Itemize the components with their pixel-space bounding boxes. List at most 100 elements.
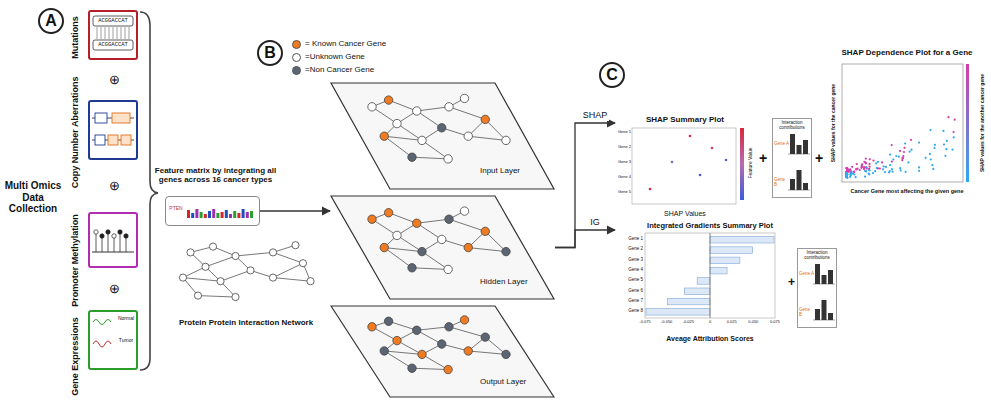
dependence-dot bbox=[849, 168, 851, 170]
copy-number-genes bbox=[92, 113, 134, 145]
network-node bbox=[444, 155, 452, 163]
dna-rung bbox=[121, 27, 122, 39]
network-edge bbox=[221, 270, 251, 281]
ig-bar bbox=[667, 298, 710, 305]
dependence-dot bbox=[881, 161, 883, 163]
axis-label: -0.075 bbox=[635, 320, 655, 325]
dna-rung bbox=[105, 27, 106, 39]
dependence-dot bbox=[918, 166, 920, 168]
dependence-dot bbox=[909, 151, 911, 153]
network-node bbox=[502, 247, 510, 255]
plot-panel: SHAP Summary PlotSHAP ValuesFeature Valu… bbox=[615, 115, 755, 222]
dependence-dot bbox=[884, 171, 886, 173]
operator-symbol: + bbox=[786, 276, 797, 290]
feature-bar bbox=[225, 210, 228, 218]
node-text: Feature matrix by integrating all genes … bbox=[148, 166, 283, 184]
shap-dot bbox=[671, 161, 674, 164]
dna-rung bbox=[129, 27, 130, 39]
network-edge bbox=[273, 278, 311, 282]
dependence-dot bbox=[850, 171, 852, 173]
dependence-dot bbox=[850, 174, 852, 176]
dependence-dot bbox=[891, 168, 893, 170]
lollipop-stem bbox=[108, 234, 109, 252]
interaction-bar bbox=[803, 183, 808, 190]
feature-bar bbox=[200, 212, 203, 218]
dependence-dot bbox=[877, 161, 879, 163]
network-node bbox=[408, 264, 416, 272]
shap-dot bbox=[649, 188, 652, 191]
dna-rung bbox=[109, 27, 110, 39]
interaction-bar bbox=[828, 270, 833, 284]
legend-text: =Non Cancer Gene bbox=[305, 65, 395, 74]
node-text: Interaction contributions bbox=[774, 120, 810, 130]
lollipop-stem bbox=[120, 234, 121, 252]
lollipop-stem bbox=[126, 238, 127, 252]
dependence-dot bbox=[865, 170, 867, 172]
dependence-dot bbox=[855, 176, 857, 178]
dependence-dot bbox=[846, 173, 848, 175]
dna-rung bbox=[113, 27, 114, 39]
layer-plane: Hidden Layer bbox=[330, 195, 555, 300]
dependence-dot bbox=[846, 168, 848, 170]
dependence-dot bbox=[845, 176, 847, 178]
lollipop-head bbox=[94, 230, 98, 234]
dependence-dot bbox=[856, 168, 858, 170]
operator-symbol: ⊕ bbox=[107, 179, 121, 192]
node-text: Mutations bbox=[70, 7, 81, 67]
network-node bbox=[502, 350, 510, 358]
interaction-box: Interaction contributionsGene AGene B bbox=[772, 118, 812, 198]
network-node bbox=[292, 242, 299, 249]
network-node bbox=[481, 333, 489, 341]
feature-bar bbox=[212, 209, 215, 218]
network-node bbox=[380, 132, 388, 140]
network-node bbox=[202, 263, 209, 270]
plane-outline bbox=[330, 82, 555, 190]
plane-shape bbox=[331, 306, 554, 397]
plot-frame bbox=[632, 128, 736, 204]
dependence-dot bbox=[944, 155, 946, 157]
dependence-dot bbox=[891, 161, 893, 163]
dependence-dot bbox=[859, 169, 861, 171]
lollipop-stem bbox=[96, 234, 97, 252]
feature-bar bbox=[250, 211, 253, 218]
dependence-dot bbox=[863, 166, 865, 168]
node-text: Gene Expressions bbox=[70, 313, 81, 399]
network-edge bbox=[384, 248, 412, 268]
dependence-dot bbox=[850, 171, 852, 173]
network-node bbox=[393, 119, 401, 127]
ig-bar bbox=[710, 247, 753, 254]
dependence-dot bbox=[850, 173, 852, 175]
feature-bar bbox=[242, 209, 245, 218]
node-subtext: PTEN bbox=[167, 206, 185, 212]
dependence-dot bbox=[879, 167, 881, 169]
network-node bbox=[307, 278, 314, 285]
dependence-dot bbox=[925, 157, 927, 159]
network-node bbox=[217, 278, 224, 285]
node-subtext: Normal bbox=[114, 316, 138, 322]
dependence-dot bbox=[845, 172, 847, 174]
dependence-dot bbox=[901, 157, 903, 159]
network-edge bbox=[412, 268, 448, 270]
dependence-dot bbox=[918, 170, 920, 172]
dependence-dot bbox=[845, 172, 847, 174]
dependence-dot bbox=[932, 168, 934, 170]
network-node bbox=[393, 231, 401, 239]
network-edge bbox=[206, 256, 236, 267]
node-text: SHAP Dependence Plot for a Gene bbox=[826, 48, 988, 57]
feature-bar bbox=[195, 209, 198, 218]
dependence-dot bbox=[849, 176, 851, 178]
axis-label: Gene 2 bbox=[614, 246, 643, 251]
dependence-dot bbox=[845, 176, 847, 178]
network-node bbox=[209, 243, 216, 250]
dependence-dot bbox=[910, 139, 912, 141]
axis-label: 0.025 bbox=[722, 320, 742, 325]
edge-label: IG bbox=[588, 218, 602, 228]
network-edge bbox=[412, 368, 448, 369]
dependence-dot bbox=[869, 158, 871, 160]
panel-letter: B bbox=[257, 40, 283, 66]
feature-bar bbox=[191, 213, 194, 218]
dependence-dot bbox=[946, 140, 948, 142]
dependence-dot bbox=[945, 148, 947, 150]
plane-shape bbox=[331, 83, 554, 189]
